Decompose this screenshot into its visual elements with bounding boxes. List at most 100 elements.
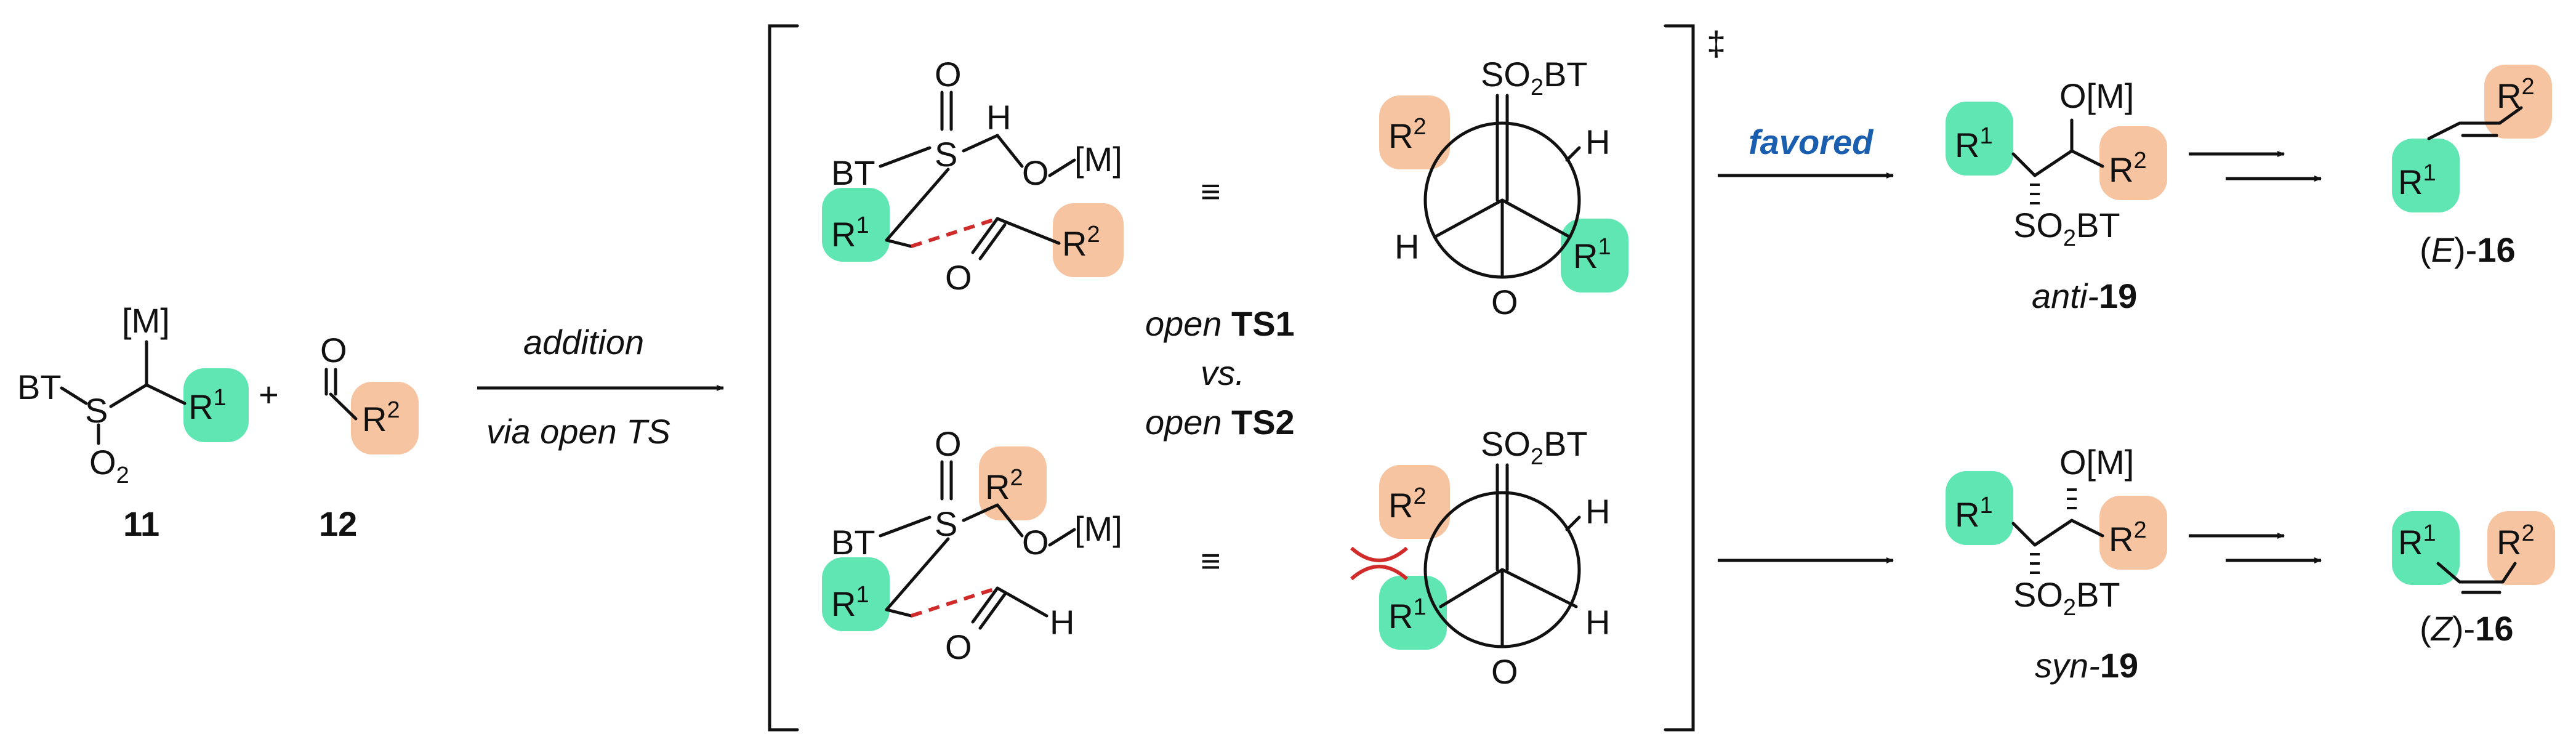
anti19-r2: R2: [2109, 148, 2147, 189]
ts-comparison-label: open TS1 vs. open TS2: [1145, 304, 1295, 442]
ts2-label: TS2: [1231, 403, 1295, 442]
ts1-o-top: O: [935, 55, 962, 94]
ts1-o-metal: O: [1022, 153, 1049, 192]
ts1-r1-highlight: [822, 188, 890, 262]
anti-19-structure: R1 SO2BT O[M] R2 anti-19: [1946, 76, 2167, 315]
z16-r2: R2: [2497, 520, 2535, 562]
ts2-s: S: [935, 504, 957, 543]
newman1-r2-highlight: [1379, 95, 1450, 169]
r1-highlight: [183, 368, 249, 442]
r2-highlight: [351, 382, 419, 454]
ts1-r1: R1: [831, 212, 869, 254]
e16-label: (E)-16: [2420, 230, 2516, 269]
equiv-symbol-2: ≡: [1201, 541, 1221, 580]
r2-label: R2: [362, 397, 400, 438]
compound-12-number: 12: [319, 504, 357, 543]
e16-r1: R1: [2398, 160, 2436, 201]
newman-ts1: SO2BT O H H R2 R1: [1379, 55, 1628, 321]
open-label-2: open: [1145, 403, 1222, 442]
reactant-11: BT S [M] R1 O2 11: [17, 301, 249, 543]
transition-state-brackets: ‡: [768, 24, 1726, 732]
ts2-metal: [M]: [1074, 509, 1122, 548]
top-branch: favored R1 SO2BT O[M] R2 anti-19 R1: [1718, 65, 2552, 315]
z-16-structure: R1 R2 (Z)-16: [2392, 511, 2555, 648]
newman2-r2-highlight: [1379, 465, 1450, 539]
anti19-om: O[M]: [2059, 76, 2134, 115]
r1-label: R1: [188, 385, 227, 426]
syn-19-structure: R1 SO2BT O[M] R2 syn-19: [1946, 443, 2167, 685]
open-label-1: open: [1145, 304, 1222, 343]
o-label: O: [320, 331, 347, 369]
z16-label: (Z)-16: [2420, 609, 2513, 648]
ts2-r1: R1: [831, 582, 869, 623]
e16-r1-highlight: [2392, 139, 2460, 212]
newman1-o: O: [1491, 283, 1518, 321]
ts1-label: TS1: [1231, 304, 1295, 343]
syn19-r2: R2: [2109, 517, 2147, 559]
e16-r2-highlight: [2484, 65, 2552, 139]
equiv-symbol-1: ≡: [1201, 172, 1221, 211]
ts1-r2: R2: [1062, 222, 1100, 263]
bottom-branch: R1 SO2BT O[M] R2 syn-19 R1 R2 (: [1718, 443, 2555, 685]
arrow-label-via-open-ts: via open TS: [486, 412, 670, 451]
newman-ts2: SO2BT O H H R2 R1: [1350, 424, 1610, 691]
ts2-o-carbonyl: O: [945, 628, 972, 666]
bt-label: BT: [17, 368, 62, 406]
ts2-h: H: [1050, 603, 1074, 642]
ts1-structure: O S BT H O [M] R1 O R2: [822, 55, 1124, 297]
anti19-label: anti-19: [2032, 277, 2137, 315]
ts2-r1-highlight: [822, 557, 890, 631]
newman1-r1: R1: [1573, 234, 1611, 275]
newman2-r1: R1: [1388, 594, 1427, 636]
z16-r2-highlight: [2487, 511, 2555, 585]
anti19-so2bt: SO2BT: [2013, 206, 2120, 251]
ts2-o-metal: O: [1022, 523, 1049, 562]
vs-label: vs.: [1201, 353, 1245, 392]
newman1-h-left: H: [1395, 227, 1419, 266]
plus-sign: +: [259, 375, 279, 414]
newman2-h-upper: H: [1585, 492, 1610, 531]
anti19-r1-highlight: [1946, 102, 2013, 176]
ts2-r2-highlight: [979, 446, 1047, 520]
double-dagger: ‡: [1707, 24, 1726, 63]
anti19-r2-highlight: [2099, 126, 2167, 200]
reactant-12: O R2 12: [319, 331, 419, 543]
syn19-r1: R1: [1955, 493, 1993, 534]
compound-11-number: 11: [123, 504, 159, 543]
anti19-r1: R1: [1955, 123, 1993, 164]
ts1-s: S: [935, 135, 957, 174]
ts2-structure: O S BT R2 O [M] R1 O H: [822, 424, 1122, 666]
newman1-so2bt: SO2BT: [1481, 55, 1588, 100]
steric-clash-icon: [1350, 546, 1408, 581]
metal-label: [M]: [122, 301, 170, 340]
ts1-r2-highlight: [1053, 203, 1124, 277]
ts2-bt: BT: [831, 523, 875, 562]
ts1-h: H: [986, 98, 1011, 137]
newman2-h-lower: H: [1585, 603, 1610, 642]
o2-label: O2: [89, 443, 129, 488]
addition-arrow: addition via open TS: [477, 323, 724, 451]
favored-label: favored: [1749, 123, 1874, 161]
syn19-so2bt: SO2BT: [2013, 575, 2120, 621]
newman2-o: O: [1491, 652, 1518, 691]
newman1-r2: R2: [1388, 114, 1427, 155]
e16-r2: R2: [2497, 74, 2535, 115]
z16-r1: R1: [2398, 520, 2436, 562]
ts1-bt: BT: [831, 153, 875, 192]
syn19-label: syn-19: [2035, 646, 2138, 685]
syn19-r1-highlight: [1946, 471, 2013, 545]
newman1-r1-highlight: [1561, 219, 1628, 293]
ts2-r2: R2: [985, 465, 1023, 506]
e-16-structure: R1 R2 (E)-16: [2392, 65, 2552, 269]
newman2-r2: R2: [1388, 483, 1427, 525]
syn19-r2-highlight: [2099, 496, 2167, 570]
arrow-label-addition: addition: [523, 323, 644, 361]
newman1-h-right: H: [1585, 123, 1610, 161]
syn19-om: O[M]: [2059, 443, 2134, 482]
s-label: S: [85, 391, 108, 430]
ts2-o-top: O: [935, 424, 962, 463]
newman2-so2bt: SO2BT: [1481, 424, 1588, 470]
ts1-metal: [M]: [1074, 140, 1122, 179]
ts1-o-carbonyl: O: [945, 258, 972, 297]
